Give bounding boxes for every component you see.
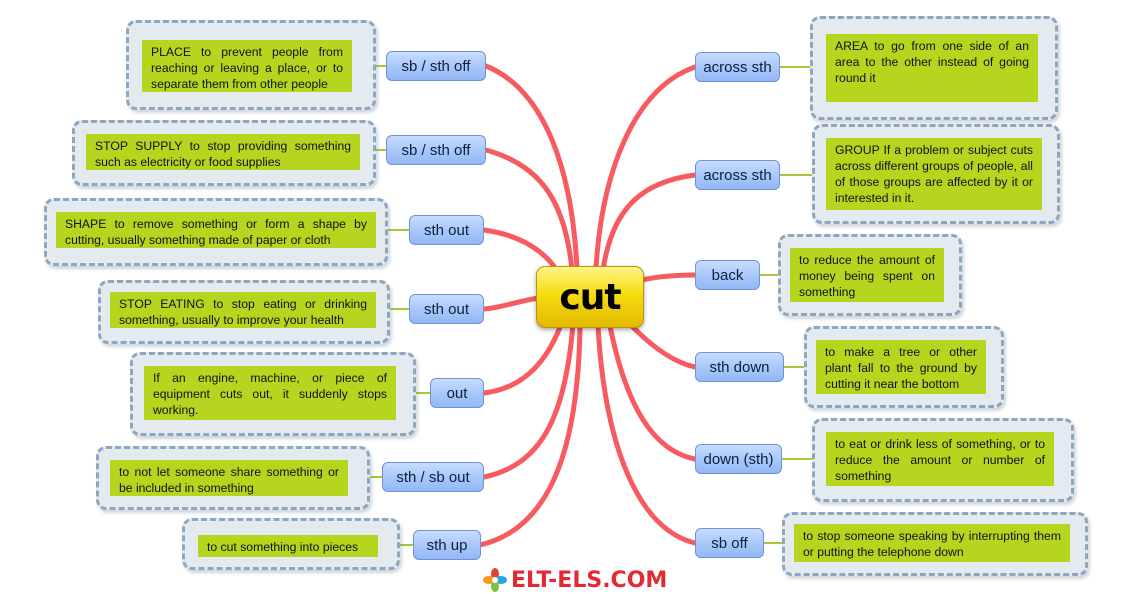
branch-left-7 — [477, 323, 583, 548]
phrase-pill-left-3[interactable]: sth out — [409, 215, 484, 245]
branch-left-2 — [483, 147, 575, 273]
definition-right-1: AREA to go from one side of an area to t… — [826, 34, 1038, 102]
definition-left-1: PLACE to prevent people from reaching or… — [142, 40, 352, 92]
phrase-pill-right-1[interactable]: across sth — [695, 52, 780, 82]
definition-right-6: to stop someone speaking by interrupting… — [794, 524, 1070, 562]
definition-left-5: If an engine, machine, or piece of equip… — [144, 366, 396, 420]
phrase-pill-left-1[interactable]: sb / sth off — [386, 51, 486, 81]
branch-right-2 — [600, 172, 698, 273]
phrase-pill-right-2[interactable]: across sth — [695, 160, 780, 190]
branch-right-3 — [639, 272, 698, 283]
phrase-pill-right-4[interactable]: sth down — [695, 352, 784, 382]
central-topic[interactable]: cut — [536, 266, 644, 328]
branch-left-4 — [481, 295, 541, 312]
branch-right-5 — [607, 323, 698, 462]
branch-left-1 — [483, 63, 580, 271]
phrase-pill-left-2[interactable]: sb / sth off — [386, 135, 486, 165]
definition-right-5: to eat or drink less of something, or to… — [826, 432, 1054, 486]
logo-text: ELT-ELS.COM — [511, 567, 668, 593]
branch-right-4 — [627, 321, 698, 370]
branch-right-6 — [595, 323, 698, 546]
definition-right-4: to make a tree or other plant fall to th… — [816, 340, 986, 394]
phrase-pill-left-6[interactable]: sth / sb out — [382, 462, 484, 492]
central-topic-label: cut — [559, 276, 621, 318]
definition-left-6: to not let someone share something or be… — [110, 460, 348, 496]
branch-left-5 — [481, 319, 565, 396]
phrase-pill-left-5[interactable]: out — [430, 378, 484, 408]
phrase-pill-right-6[interactable]: sb off — [695, 528, 764, 558]
site-logo[interactable]: ELT-ELS.COM — [482, 566, 667, 594]
definition-right-3: to reduce the amount of money being spen… — [790, 248, 944, 302]
definition-left-2: STOP SUPPLY to stop providing something … — [86, 134, 360, 170]
phrase-pill-left-7[interactable]: sth up — [413, 530, 481, 560]
definition-left-3: SHAPE to remove something or form a shap… — [56, 212, 376, 248]
flower-logo-icon — [483, 568, 507, 592]
definition-left-4: STOP EATING to stop eating or drinking s… — [110, 292, 376, 328]
phrase-pill-right-3[interactable]: back — [695, 260, 760, 290]
branch-right-1 — [593, 64, 698, 271]
phrase-pill-left-4[interactable]: sth out — [409, 294, 484, 324]
definition-left-7: to cut something into pieces — [198, 535, 378, 557]
definition-right-2: GROUP If a problem or subject cuts acros… — [826, 138, 1042, 210]
phrase-pill-right-5[interactable]: down (sth) — [695, 444, 782, 474]
branch-left-6 — [481, 321, 576, 480]
